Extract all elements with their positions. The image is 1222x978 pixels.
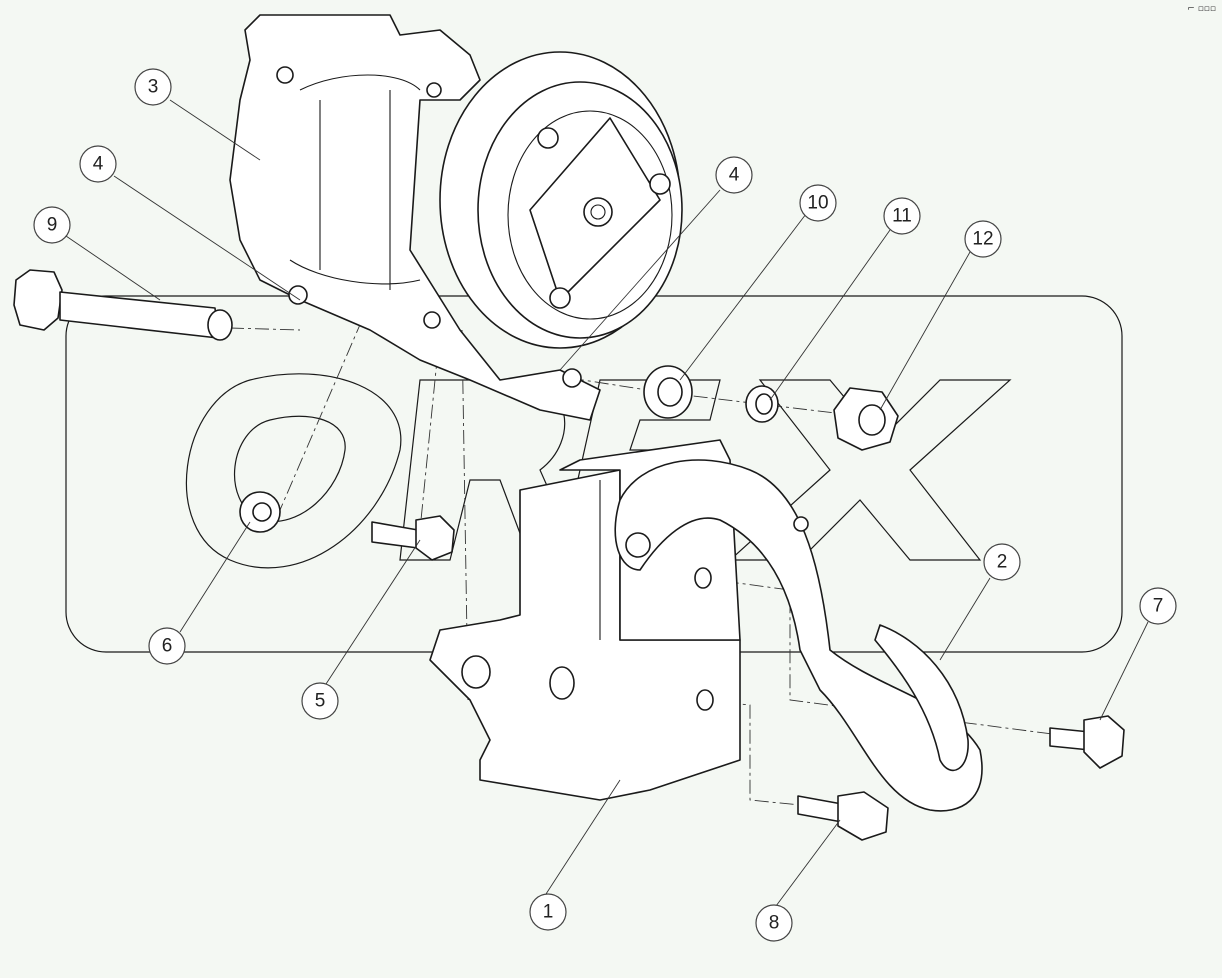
callout-3: 3 bbox=[134, 68, 172, 106]
part-12-hex-nut bbox=[833, 387, 899, 451]
callout-10-label: 10 bbox=[807, 193, 828, 214]
part-2-adjusting-strap bbox=[614, 459, 983, 812]
callout-12-label: 12 bbox=[972, 229, 993, 250]
callout-5-label: 5 bbox=[315, 691, 326, 712]
callout-4-left-label: 4 bbox=[93, 154, 104, 175]
callout-11: 11 bbox=[883, 197, 921, 235]
part-5-bolt bbox=[371, 515, 455, 561]
callout-leader-lines bbox=[65, 99, 1149, 907]
callout-10: 10 bbox=[799, 184, 837, 222]
part-7-flange-bolt bbox=[1049, 715, 1125, 769]
callout-11-label: 11 bbox=[892, 206, 912, 227]
part-10-flat-washer bbox=[643, 365, 693, 419]
callout-8: 8 bbox=[755, 904, 793, 942]
callout-2: 2 bbox=[983, 543, 1021, 581]
callout-4-right-label: 4 bbox=[729, 165, 740, 186]
part-8-flange-bolt bbox=[797, 791, 889, 841]
part-11-spring-washer bbox=[745, 385, 779, 423]
part-3-ac-compressor bbox=[229, 14, 683, 421]
part-6-flange-nut bbox=[239, 491, 281, 533]
callout-1: 1 bbox=[529, 893, 567, 931]
callout-4-left: 4 bbox=[79, 145, 117, 183]
corner-mark: ⌐ ▫▫▫ bbox=[1187, 4, 1216, 14]
callout-9: 9 bbox=[33, 206, 71, 244]
callout-7: 7 bbox=[1139, 587, 1177, 625]
callout-5: 5 bbox=[301, 682, 339, 720]
callout-4-right: 4 bbox=[715, 156, 753, 194]
callout-3-label: 3 bbox=[148, 77, 159, 98]
callout-6: 6 bbox=[148, 627, 186, 665]
callout-1-label: 1 bbox=[543, 902, 554, 923]
callout-12: 12 bbox=[964, 220, 1002, 258]
callout-6-label: 6 bbox=[162, 636, 173, 657]
part-9-long-bolt bbox=[13, 269, 233, 341]
callout-2-label: 2 bbox=[997, 552, 1008, 573]
callout-7-label: 7 bbox=[1153, 596, 1164, 617]
callout-8-label: 8 bbox=[769, 913, 780, 934]
callout-9-label: 9 bbox=[47, 215, 58, 236]
